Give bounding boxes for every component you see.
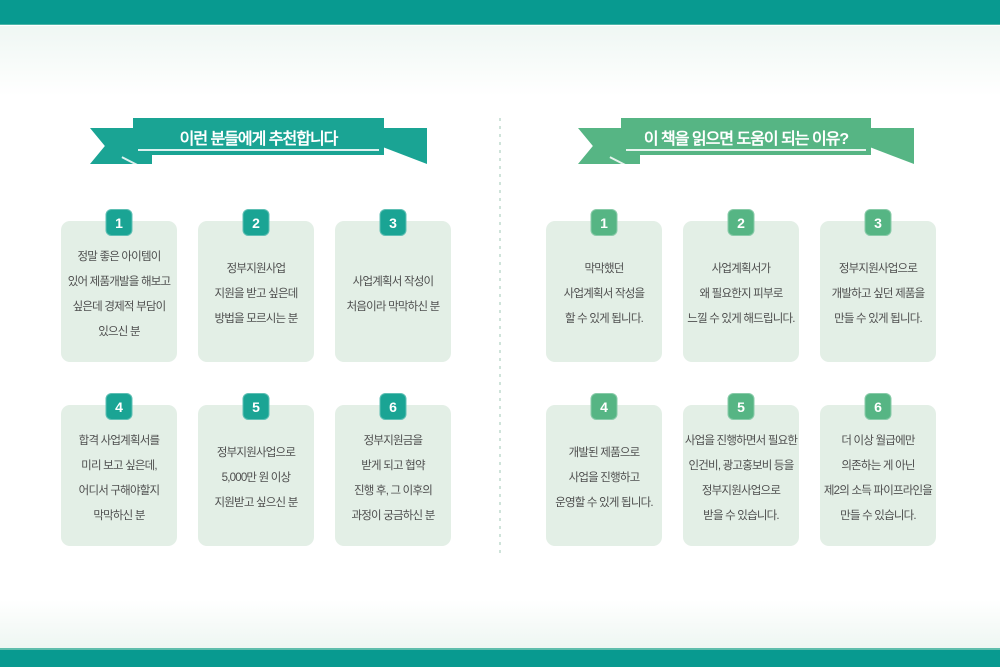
card-text: 정부지원사업 지원을 받고 싶은데 방법을 모르시는 분: [214, 263, 298, 325]
right-card-5: 5 사업을 진행하면서 필요한 인건비, 광고홍보비 등을 정부지원사업으로 받…: [683, 393, 799, 546]
left-card-grid: 1 정말 좋은 아이템이 있어 제품개발을 해보고 싶은데 경제적 부담이 있으…: [61, 209, 451, 546]
number-badge: 2: [242, 209, 270, 236]
left-card-3: 3 사업계획서 작성이 처음이라 막막하신 분: [335, 209, 451, 362]
number-badge: 3: [379, 209, 407, 236]
right-ribbon-banner: 이 책을 읽으면 도움이 되는 이유?: [578, 118, 914, 168]
right-section-title: 이 책을 읽으면 도움이 되는 이유?: [621, 118, 871, 155]
card-text: 정말 좋은 아이템이 있어 제품개발을 해보고 싶은데 경제적 부담이 있으신 …: [67, 250, 171, 338]
card-text: 사업을 진행하면서 필요한 인건비, 광고홍보비 등을 정부지원사업으로 받을 …: [684, 434, 798, 522]
right-card-4: 4 개발된 제품으로 사업을 진행하고 운영할 수 있게 됩니다.: [546, 393, 662, 546]
card-text: 개발된 제품으로 사업을 진행하고 운영할 수 있게 됩니다.: [555, 447, 653, 509]
left-card-6: 6 정부지원금을 받게 되고 협약 진행 후, 그 이후의 과정이 궁금하신 분: [335, 393, 451, 546]
card-text: 막막했던 사업계획서 작성을 할 수 있게 됩니다.: [563, 263, 645, 325]
ribbon-fold-right: [866, 156, 883, 166]
number-badge: 5: [727, 393, 755, 420]
bottom-accent-bar: [0, 648, 1000, 667]
left-card-4: 4 합격 사업계획서를 미리 보고 싶은데, 어디서 구해야할지 막막하신 분: [61, 393, 177, 546]
card-text: 사업계획서가 왜 필요한지 피부로 느낄 수 있게 해드립니다.: [687, 263, 795, 325]
left-section-title: 이런 분들에게 추천합니다: [133, 118, 384, 155]
left-card-1: 1 정말 좋은 아이템이 있어 제품개발을 해보고 싶은데 경제적 부담이 있으…: [61, 209, 177, 362]
left-card-5: 5 정부지원사업으로 5,000만 원 이상 지원받고 싶으신 분: [198, 393, 314, 546]
right-card-2: 2 사업계획서가 왜 필요한지 피부로 느낄 수 있게 해드립니다.: [683, 209, 799, 362]
number-badge: 6: [864, 393, 892, 420]
dotted-divider: [499, 118, 501, 558]
top-accent-bar: [0, 0, 1000, 25]
card-text: 정부지원금을 받게 되고 협약 진행 후, 그 이후의 과정이 궁금하신 분: [351, 434, 435, 522]
number-badge: 6: [379, 393, 407, 420]
card-text: 합격 사업계획서를 미리 보고 싶은데, 어디서 구해야할지 막막하신 분: [78, 434, 160, 522]
right-card-grid: 1 막막했던 사업계획서 작성을 할 수 있게 됩니다. 2 사업계획서가 왜 …: [546, 209, 936, 546]
number-badge: 2: [727, 209, 755, 236]
number-badge: 4: [105, 393, 133, 420]
right-card-6: 6 더 이상 월급에만 의존하는 게 아닌 제2의 소득 파이프라인을 만들 수…: [820, 393, 936, 546]
right-card-1: 1 막막했던 사업계획서 작성을 할 수 있게 됩니다.: [546, 209, 662, 362]
number-badge: 1: [590, 209, 618, 236]
number-badge: 1: [105, 209, 133, 236]
number-badge: 3: [864, 209, 892, 236]
card-text: 정부지원사업으로 개발하고 싶던 제품을 만들 수 있게 됩니다.: [831, 263, 926, 325]
number-badge: 5: [242, 393, 270, 420]
card-text: 더 이상 월급에만 의존하는 게 아닌 제2의 소득 파이프라인을 만들 수 있…: [823, 434, 933, 522]
right-card-3: 3 정부지원사업으로 개발하고 싶던 제품을 만들 수 있게 됩니다.: [820, 209, 936, 362]
card-text: 정부지원사업으로 5,000만 원 이상 지원받고 싶으신 분: [214, 447, 298, 509]
ribbon-fold-right: [379, 156, 396, 166]
left-ribbon-banner: 이런 분들에게 추천합니다: [90, 118, 427, 168]
number-badge: 4: [590, 393, 618, 420]
top-gradient: [0, 26, 1000, 96]
left-card-2: 2 정부지원사업 지원을 받고 싶은데 방법을 모르시는 분: [198, 209, 314, 362]
bottom-gradient: [0, 600, 1000, 648]
card-text: 사업계획서 작성이 처음이라 막막하신 분: [346, 275, 441, 313]
